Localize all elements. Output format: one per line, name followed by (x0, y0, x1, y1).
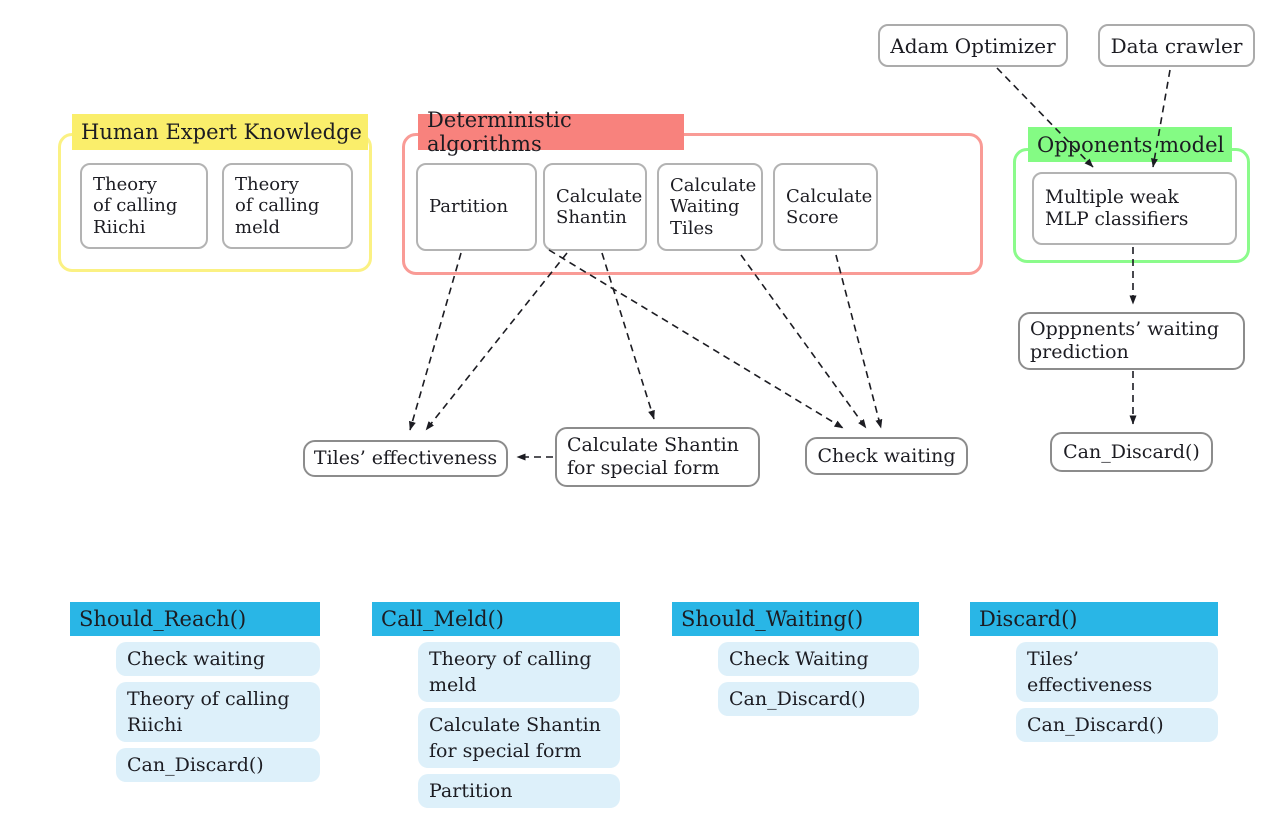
api-header-should-waiting: Should_Waiting() (672, 602, 919, 636)
check-waiting-node: Check waiting (805, 437, 968, 475)
api-header-should-reach: Should_Reach() (70, 602, 320, 636)
api-item: Partition (418, 774, 620, 808)
partition-box: Partition (416, 163, 537, 251)
arrow-shantin-to-tiles (425, 252, 568, 431)
tiles-effectiveness-node: Tiles’ effectiveness (303, 440, 508, 477)
api-item: Check waiting (116, 642, 320, 676)
api-item: Tiles’ effectiveness (1016, 642, 1218, 702)
api-item: Can_Discard() (1016, 708, 1218, 742)
api-header-call-meld: Call_Meld() (372, 602, 620, 636)
api-item: Can_Discard() (116, 748, 320, 782)
arrow-partition-to-tiles (408, 252, 462, 431)
arrow-score-to-check-waiting (835, 254, 883, 429)
api-item: Check Waiting (718, 642, 919, 676)
api-header-discard: Discard() (970, 602, 1218, 636)
arrow-partition-to-check-waiting (548, 249, 844, 429)
human-expert-knowledge-label: Human Expert Knowledge (72, 114, 368, 150)
can-discard-node: Can_Discard() (1050, 432, 1213, 472)
adam-optimizer-box: Adam Optimizer (878, 24, 1068, 67)
api-list-should-waiting: Should_Waiting() Check Waiting Can_Disca… (672, 602, 919, 716)
api-list-should-reach: Should_Reach() Check waiting Theory of c… (70, 602, 320, 782)
arrow-shantin-to-special-form (601, 252, 655, 420)
api-list-discard: Discard() Tiles’ effectiveness Can_Disca… (970, 602, 1218, 742)
api-item: Can_Discard() (718, 682, 919, 716)
deterministic-algorithms-label: Deterministic algorithms (418, 108, 684, 156)
arrow-waiting-tiles-to-check-waiting (740, 254, 867, 429)
opponents-model-label: Opponents model (1028, 127, 1232, 162)
data-crawler-box: Data crawler (1098, 24, 1255, 67)
